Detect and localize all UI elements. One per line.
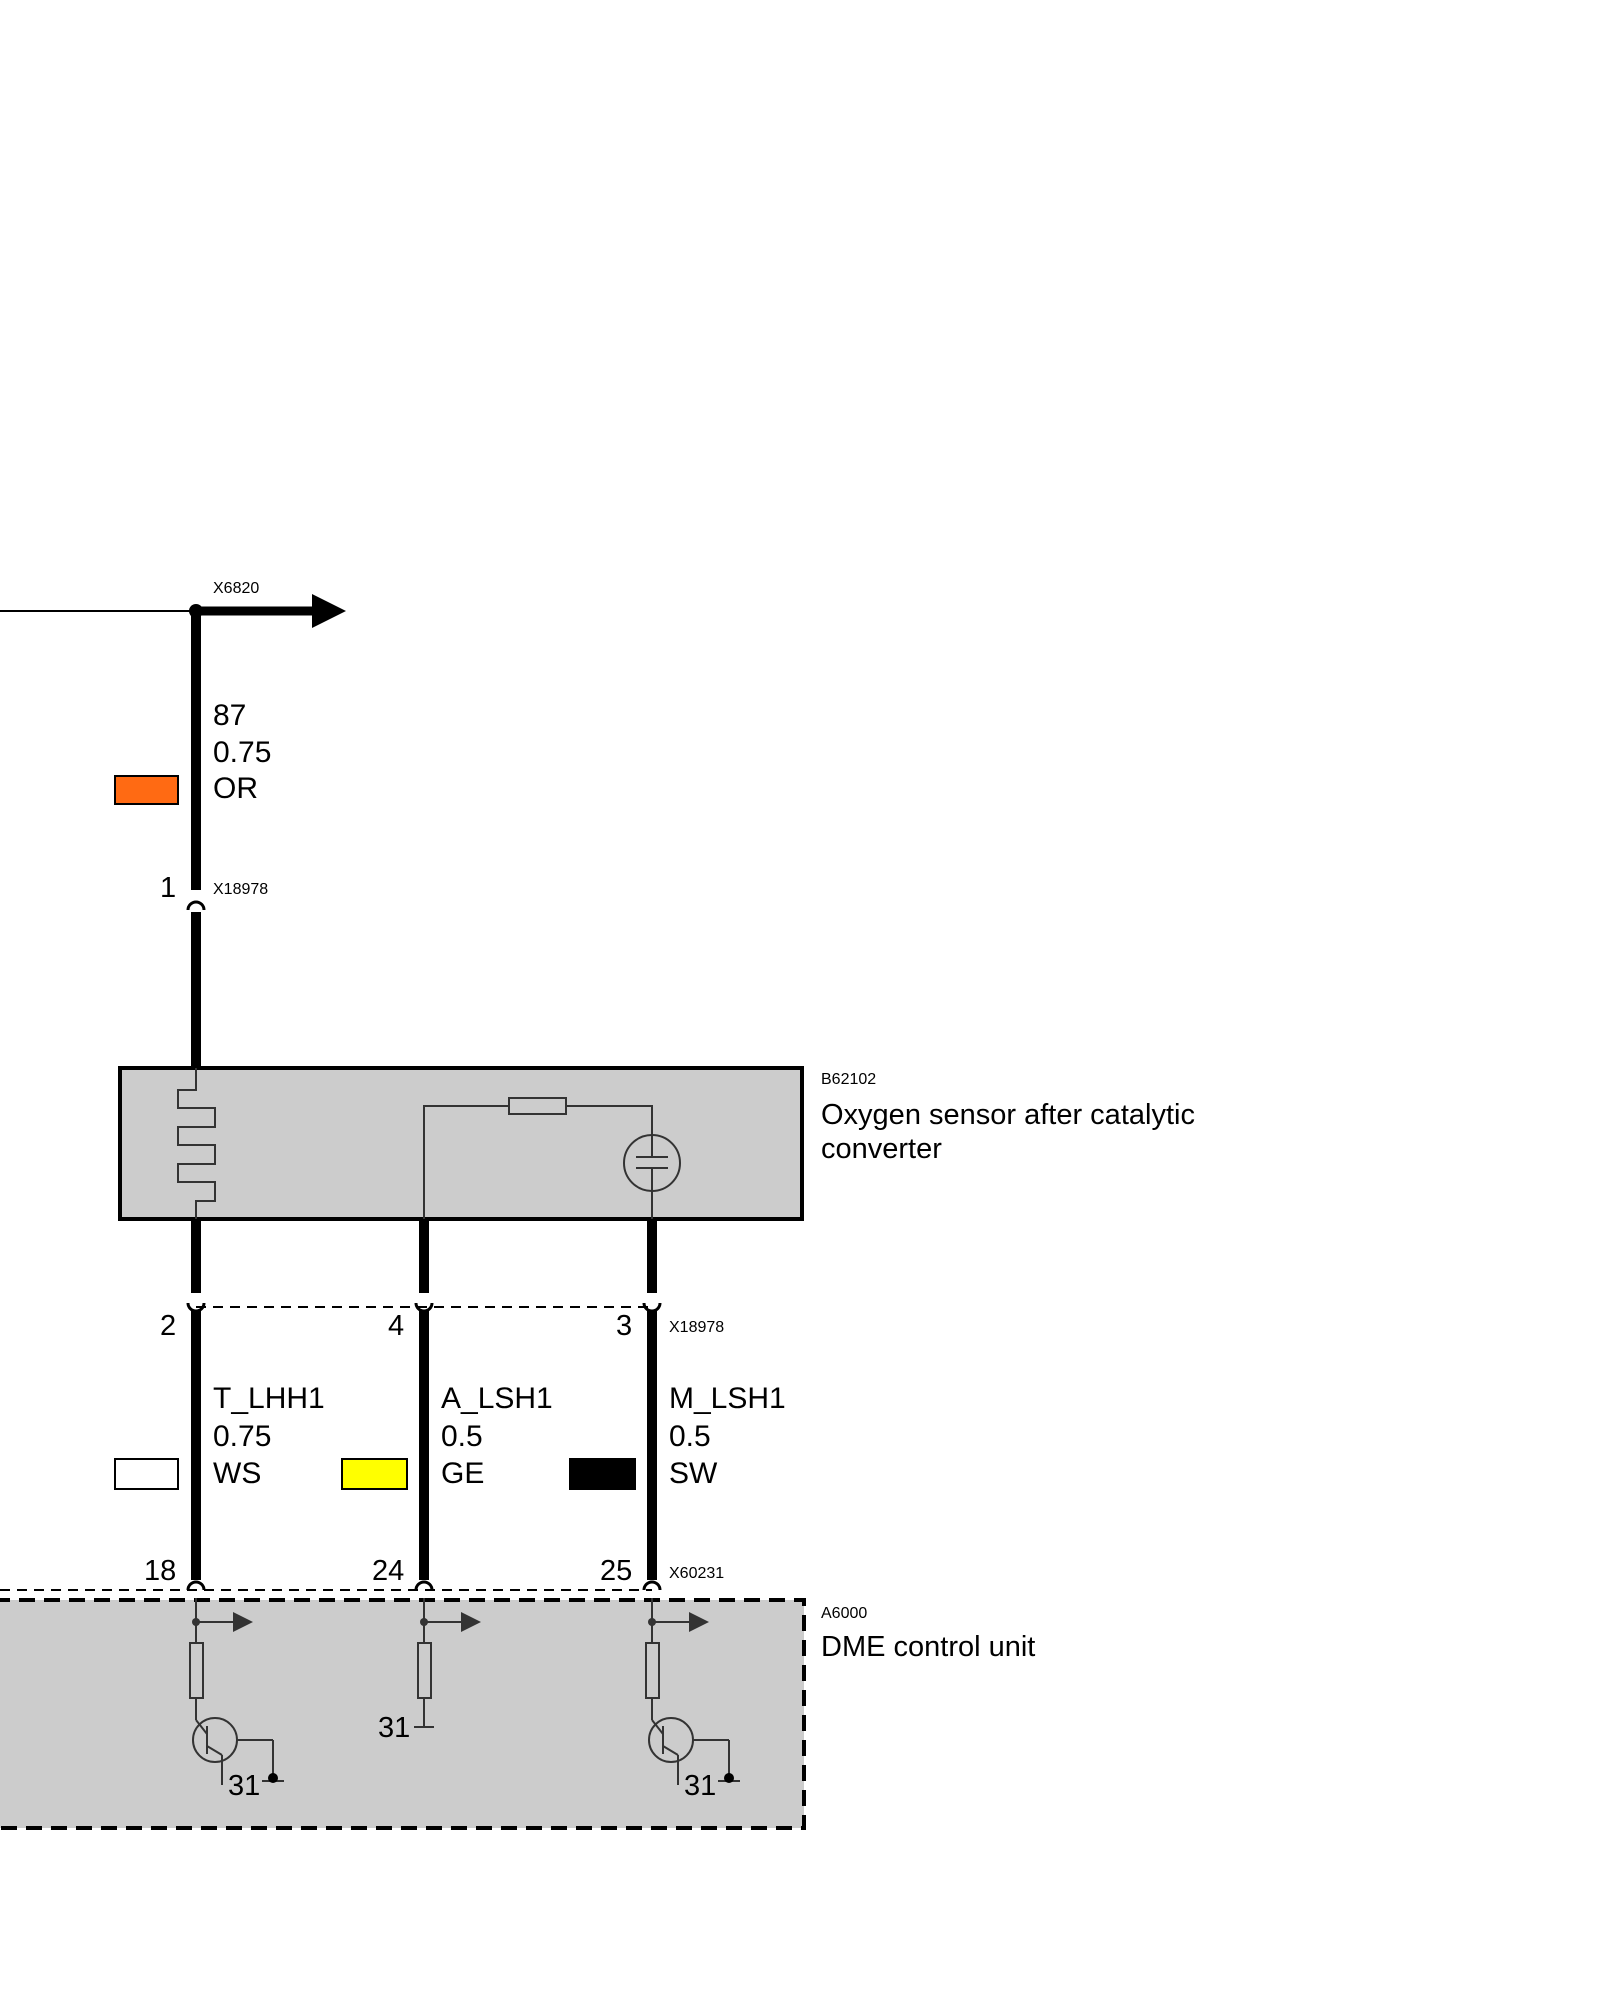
pin-4-label: 4 (388, 1310, 404, 1342)
dme-ground-label-3: 31 (684, 1770, 716, 1802)
dme-pin-24-icon (414, 1580, 434, 1591)
wire-4-signal: A_LSH1 (441, 1382, 553, 1415)
dme-pin-25-label: 25 (600, 1555, 632, 1587)
dme-pin-24-label: 24 (372, 1555, 404, 1587)
pin-1-label: 1 (160, 872, 176, 904)
wire-3-signal: M_LSH1 (669, 1382, 786, 1415)
sensor-cell-wiring (423, 1105, 509, 1219)
oxygen-sensor-box (118, 1066, 804, 1221)
dme-ch2-junction (420, 1618, 428, 1626)
connector-pin-2-icon (186, 1302, 206, 1313)
wire-4-size: 0.5 (441, 1420, 483, 1453)
dme-ch1-ground-icon (268, 1773, 278, 1783)
dme-name-label: DME control unit (821, 1631, 1035, 1663)
wire-4-color-swatch (341, 1458, 408, 1490)
wire-87-signal: 87 (213, 699, 246, 732)
connector-x60231-label: X60231 (669, 1565, 724, 1582)
heater-element-icon (177, 1068, 216, 1219)
sensor-name-line1: Oxygen sensor after catalytic (821, 1099, 1195, 1131)
wire-2-color-swatch (114, 1458, 179, 1490)
dme-control-unit-box (0, 1598, 806, 1830)
dme-ch3-ground-icon (724, 1773, 734, 1783)
dme-ground-label-1: 31 (228, 1770, 260, 1802)
wire-3-size: 0.5 (669, 1420, 711, 1453)
connector-pin-1-icon (186, 900, 206, 911)
connector-pin-4-icon (414, 1302, 434, 1313)
wire-3-color-swatch (569, 1458, 636, 1490)
connector-x18978-label: X18978 (213, 881, 268, 898)
connector-pin-3-icon (642, 1302, 662, 1313)
dme-channel-3 (645, 1598, 740, 1785)
wire-87-color-swatch (114, 775, 179, 805)
dme-channel-1 (189, 1598, 284, 1785)
dme-channel-2 (414, 1598, 481, 1728)
wire-2-size: 0.75 (213, 1420, 271, 1453)
sensor-id-label: B62102 (821, 1071, 876, 1088)
dme-ground-label-2: 31 (378, 1712, 410, 1744)
dme-pin-25-icon (642, 1580, 662, 1591)
dme-pin-18-icon (186, 1580, 206, 1591)
wire-2-color-code: WS (213, 1457, 261, 1490)
wire-87-color-code: OR (213, 772, 258, 805)
dme-id-label: A6000 (821, 1605, 867, 1622)
sensor-resistor-icon (508, 1097, 567, 1115)
pin-2-label: 2 (160, 1310, 176, 1342)
dme-ch1-junction (192, 1618, 200, 1626)
continuation-arrow-icon (312, 594, 346, 628)
wire-87-size: 0.75 (213, 736, 271, 769)
wire-3-color-code: SW (669, 1457, 718, 1490)
connector-x18978-lower-label: X18978 (669, 1319, 724, 1336)
wire-4-color-code: GE (441, 1457, 484, 1490)
node-x6820-label: X6820 (213, 580, 259, 597)
sensor-name-line2: converter (821, 1133, 942, 1165)
wire-2-signal: T_LHH1 (213, 1382, 325, 1415)
dme-pin-18-label: 18 (144, 1555, 176, 1587)
dme-ch3-junction (648, 1618, 656, 1626)
pin-3-label: 3 (616, 1310, 632, 1342)
